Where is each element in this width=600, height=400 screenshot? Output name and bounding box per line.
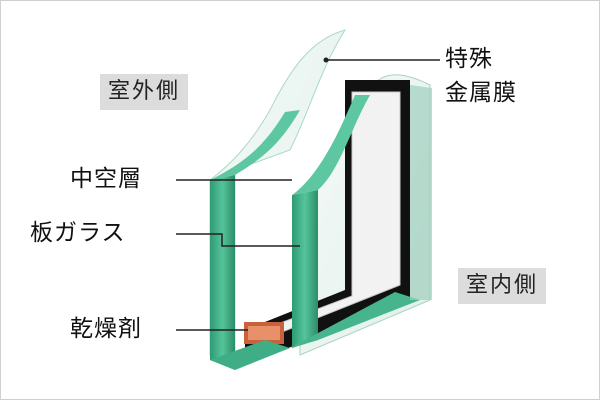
special-metal-film-line1: 特殊 — [445, 46, 493, 72]
leader-lines — [176, 59, 440, 331]
special-metal-film-label: 特殊 金属膜 — [445, 42, 517, 110]
inner-glass-edge — [292, 190, 318, 348]
glass-pane-label: 板ガラス — [30, 220, 126, 246]
indoor-side-label: 室内側 — [458, 268, 547, 304]
desiccant-label: 乾燥剤 — [70, 316, 142, 342]
outer-glass-edge — [210, 175, 235, 370]
outdoor-side-label: 室外側 — [100, 74, 189, 110]
air-gap-label: 中空層 — [70, 166, 142, 192]
special-metal-film-line2: 金属膜 — [445, 80, 517, 106]
